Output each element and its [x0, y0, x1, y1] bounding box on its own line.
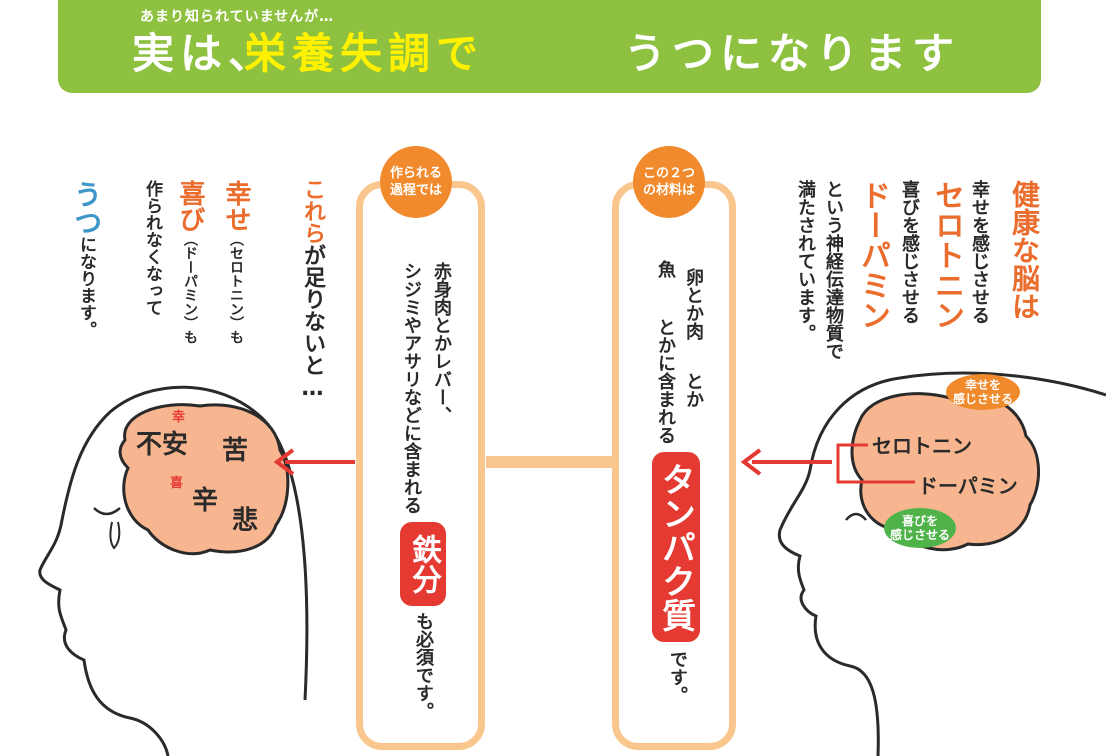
- banner-subtitle: あまり知られていませんが…: [140, 9, 335, 25]
- right-head-outline: [777, 371, 1106, 756]
- text-col-joy: 喜び（ドーパミン）も: [172, 180, 209, 344]
- bubble-happy: 幸せを感じさせる: [946, 374, 1020, 410]
- iron-tag: 鉄分: [400, 522, 446, 606]
- text-egg-meat: 卵とか肉: [683, 268, 704, 340]
- text-serotonin: セロトニン: [929, 180, 964, 330]
- text-healthy-brain: 健康な脳は: [1008, 180, 1041, 320]
- text-also-essential: も必須です。: [413, 612, 434, 720]
- text-not-made: 作られなくなって: [142, 180, 162, 316]
- word-suffering: 苦: [222, 436, 249, 466]
- text-dopamine: ドーパミン: [855, 180, 890, 330]
- box-connector: [486, 456, 614, 468]
- crossed-joy: 喜: [170, 476, 184, 491]
- happy-eye-icon: [845, 512, 867, 521]
- text-these: これら: [300, 178, 325, 244]
- word-anxiety: 不安: [136, 430, 189, 460]
- bubble-line: 幸せを: [964, 378, 1001, 392]
- tear-icon: [109, 521, 121, 550]
- label-dopamine: ドーパミン: [918, 474, 1018, 498]
- title-banner: [58, 0, 1041, 93]
- text-joy: 喜び: [175, 180, 205, 232]
- left-brain: [118, 403, 290, 556]
- protein-tag: タンパク質: [652, 452, 700, 642]
- text-serotonin-too: （セロトニン）も: [228, 232, 244, 344]
- text-dopamine-too: （ドーパミン）も: [182, 232, 198, 344]
- label-bracket: [836, 443, 915, 484]
- text-fish: 魚: [655, 260, 676, 278]
- text-red-meat-liver: 赤身肉とかレバー、: [431, 262, 452, 424]
- text-become: になります。: [76, 236, 96, 338]
- word-pain: 辛: [192, 486, 219, 516]
- word-sadness: 悲: [232, 506, 259, 536]
- badge-line: この２つ: [642, 166, 695, 181]
- headline-part1: 実は、: [132, 29, 277, 78]
- bubble-line: 感じさせる: [889, 528, 950, 542]
- text-if-lacking: これらが足りないと…: [296, 178, 328, 401]
- text-desu: です。: [667, 650, 688, 704]
- text-col-happiness: 幸せ（セロトニン）も: [218, 180, 255, 344]
- headline-part3: うつになります: [624, 29, 961, 78]
- badge-line: 作られる: [389, 166, 442, 181]
- sad-eye-icon: [93, 507, 121, 516]
- badge-line: 過程では: [389, 183, 442, 198]
- label-serotonin: セロトニン: [872, 434, 972, 458]
- text-lacking: が足りないと…: [300, 244, 325, 401]
- bubble-joy: 喜びを感じさせる: [884, 508, 956, 548]
- bubble-line: 感じさせる: [952, 392, 1013, 406]
- iron-box: [356, 181, 485, 750]
- text-happiness: 幸せ: [221, 180, 251, 232]
- text-toka: とか: [683, 372, 704, 408]
- text-filled: 満たされています。: [795, 180, 816, 342]
- headline-part2: 栄養失調で: [244, 29, 485, 78]
- protein-badge: この２つ の材料は: [633, 146, 705, 218]
- text-joy-feel: 喜びを感じさせる: [899, 180, 920, 324]
- crossed-happy: 幸: [172, 410, 186, 425]
- text-neurotransmitter: という神経伝達物質で: [823, 180, 844, 360]
- text-col-depression: うつになります。: [66, 180, 106, 338]
- arrow-left-icon: [273, 448, 295, 476]
- text-shellfish: シジミやアサリなどに含まれる: [401, 262, 422, 514]
- text-happy-feel: 幸せを感じさせる: [969, 180, 990, 324]
- bubble-line: 喜びを: [901, 514, 938, 528]
- badge-line: の材料は: [642, 183, 695, 198]
- arrow-left-icon: [740, 448, 762, 476]
- iron-badge: 作られる 過程では: [380, 146, 452, 218]
- text-depression: うつ: [70, 180, 103, 236]
- text-contained: とかに含まれる: [655, 318, 676, 444]
